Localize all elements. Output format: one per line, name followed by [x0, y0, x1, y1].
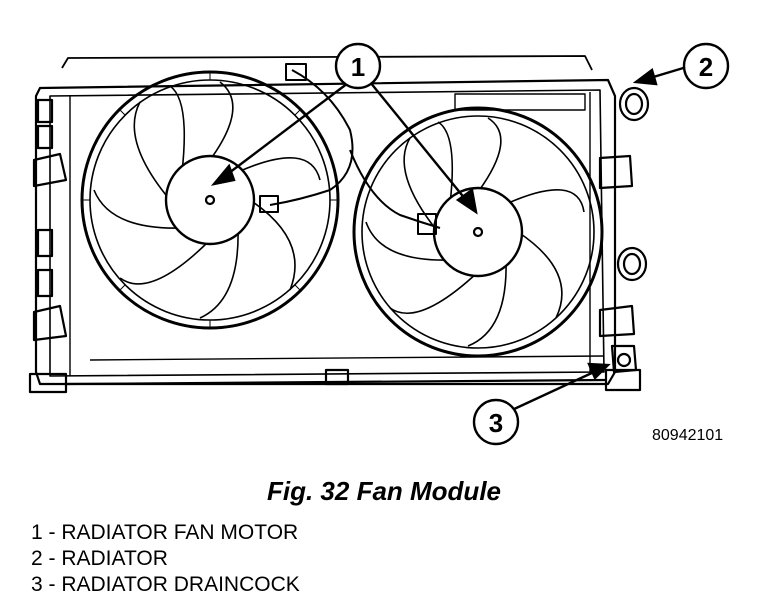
- svg-text:3: 3: [489, 408, 503, 438]
- leader-lines: [210, 64, 691, 412]
- figure-caption: Fig. 32 Fan Module: [266, 476, 501, 506]
- svg-text:1: 1: [351, 52, 365, 82]
- wiring-harness: [259, 63, 441, 235]
- callout-3: 3: [472, 398, 520, 446]
- legend-list: 1 - RADIATOR FAN MOTOR 2 - RADIATOR 3 - …: [31, 520, 300, 598]
- figure-code: 80942101: [652, 427, 724, 444]
- legend-item: 1 - RADIATOR FAN MOTOR: [31, 521, 299, 544]
- legend-item: 3 - RADIATOR DRAINCOCK: [31, 573, 300, 596]
- radiator-frame: [28, 55, 650, 394]
- callout-2: 2: [682, 42, 730, 90]
- legend-item: 2 - RADIATOR: [31, 547, 168, 570]
- svg-text:2: 2: [699, 52, 713, 82]
- right-fan: [352, 106, 604, 358]
- callout-1: 1: [334, 42, 382, 90]
- fan-module-illustration: 1 2 3: [28, 42, 730, 446]
- left-fan: [80, 70, 340, 330]
